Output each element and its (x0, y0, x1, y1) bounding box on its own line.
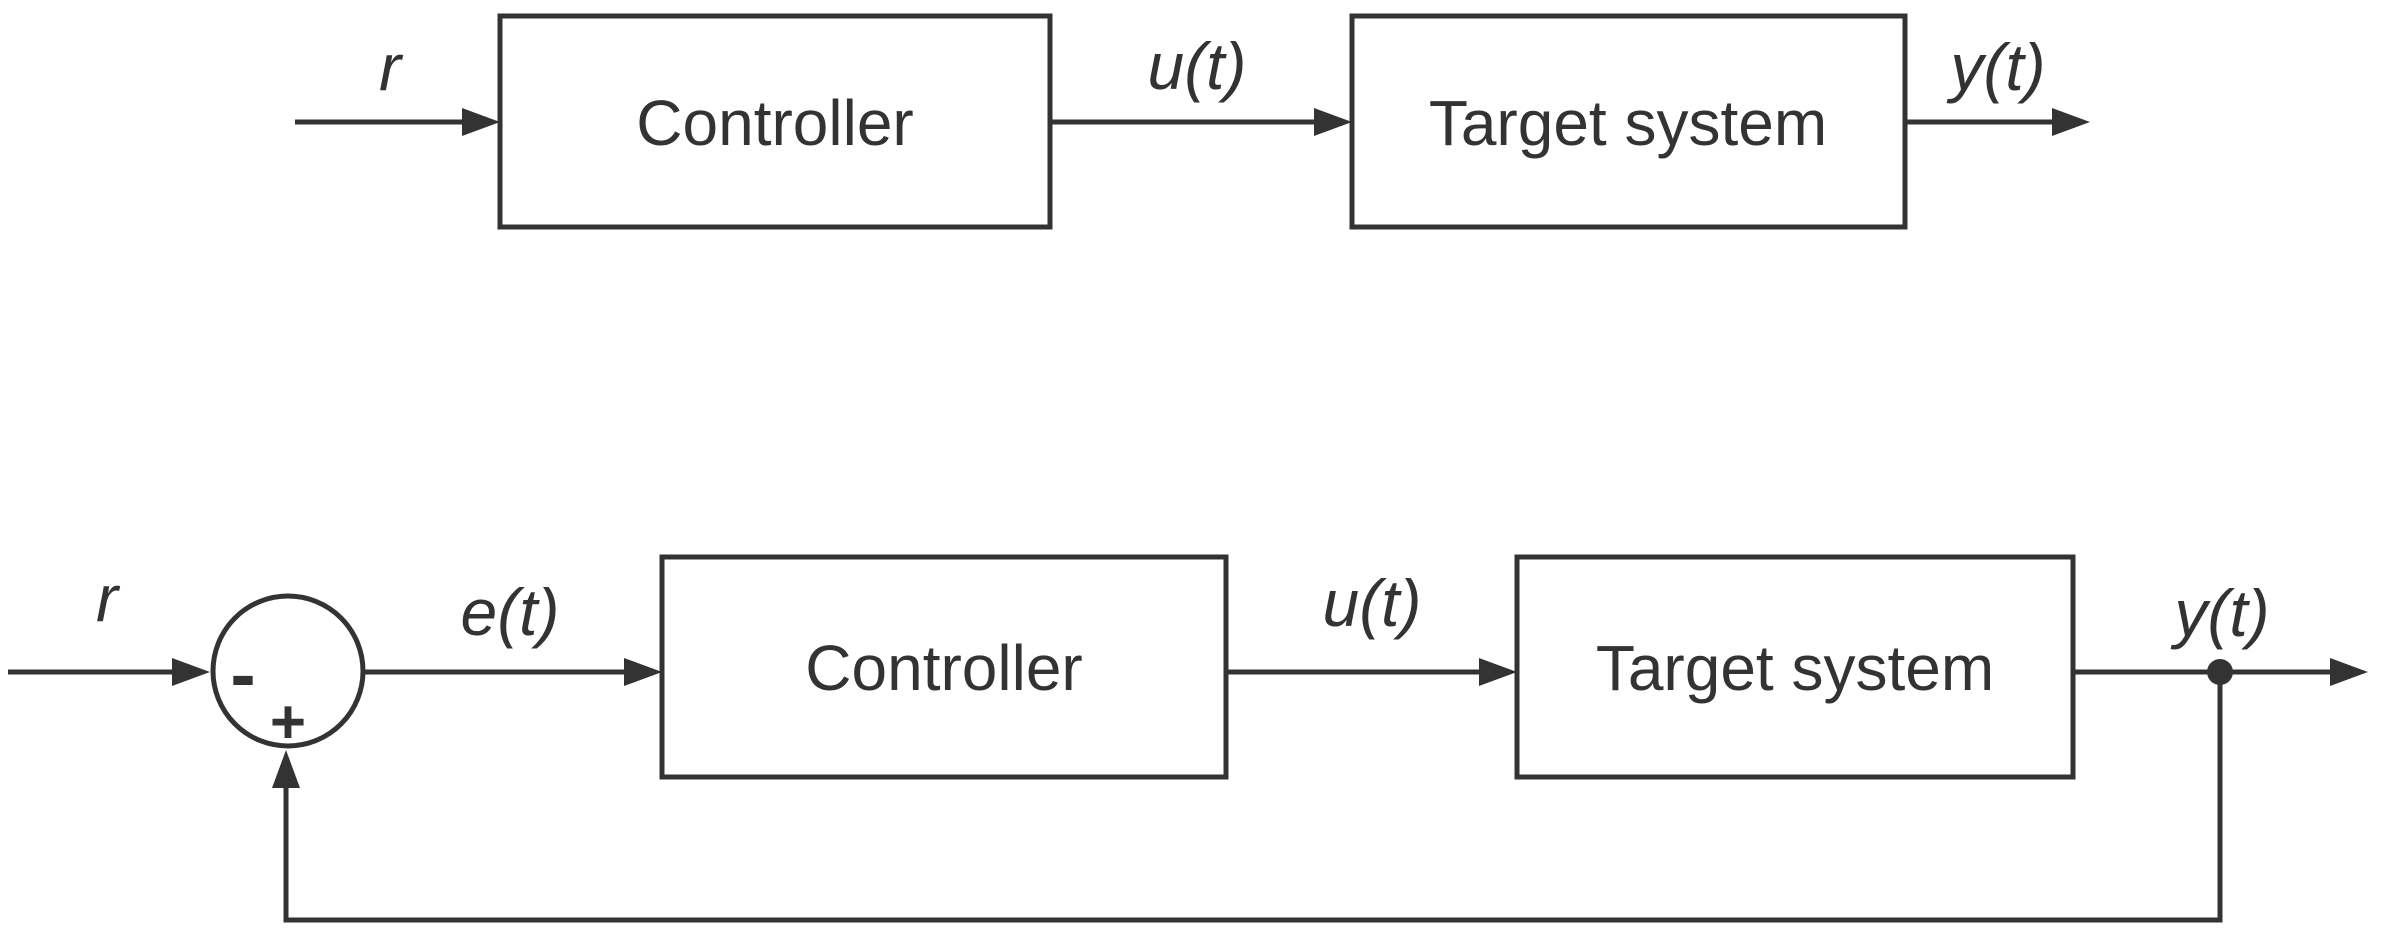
closed-loop-control-signal-label: u(t) (1323, 566, 1422, 640)
open-loop-diagram: r Controller u(t) Target system y(t) (295, 13, 2090, 230)
open-loop-controller-label: Controller (636, 87, 913, 159)
closed-loop-output-label: y(t) (2170, 576, 2269, 650)
closed-loop-plant-box (1514, 554, 2076, 780)
summing-junction-plus-sign: + (270, 688, 306, 757)
closed-loop-error-arrow (363, 658, 662, 686)
open-loop-output-arrowhead-icon (2052, 108, 2090, 136)
closed-loop-output-arrowhead-icon (2330, 658, 2368, 686)
summing-junction: - + (210, 593, 366, 757)
closed-loop-error-signal-label: e(t) (461, 575, 560, 649)
feedback-path-line (283, 672, 2223, 923)
feedback-arrowhead-icon (272, 750, 300, 788)
open-loop-control-signal-label: u(t) (1148, 29, 1247, 103)
closed-loop-controller-to-plant-arrowhead-icon (1479, 658, 1517, 686)
open-loop-output-arrow (1905, 108, 2090, 136)
closed-loop-input-label: r (96, 561, 121, 635)
closed-loop-error-arrowhead-icon (624, 658, 662, 686)
open-loop-controller-to-plant-arrowhead-icon (1314, 108, 1352, 136)
open-loop-input-label: r (379, 30, 404, 104)
closed-loop-controller-box (659, 554, 1229, 780)
open-loop-input-arrow (295, 108, 500, 136)
closed-loop-controller-to-plant-arrow (1226, 658, 1517, 686)
open-loop-plant-label: Target system (1429, 87, 1827, 159)
feedback-path (272, 672, 2223, 923)
open-loop-input-arrowhead-icon (462, 108, 500, 136)
closed-loop-input-arrow (8, 658, 210, 686)
open-loop-plant-box (1349, 13, 1908, 230)
open-loop-output-label: y(t) (1946, 30, 2045, 104)
closed-loop-diagram: r - + e(t) Controller u(t) (8, 554, 2368, 923)
closed-loop-controller-label: Controller (805, 632, 1082, 704)
summing-junction-minus-sign: - (230, 632, 255, 717)
closed-loop-input-arrowhead-icon (172, 658, 210, 686)
open-loop-controller-to-plant-arrow (1050, 108, 1352, 136)
closed-loop-plant-label: Target system (1596, 632, 1994, 704)
